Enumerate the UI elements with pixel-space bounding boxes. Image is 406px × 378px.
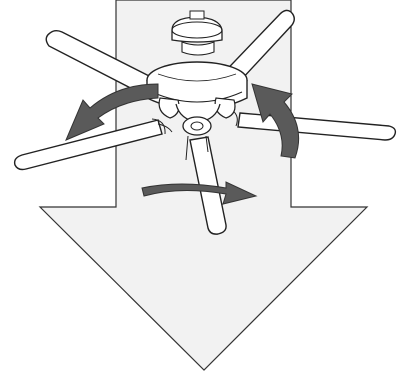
fan-canopy: [171, 10, 223, 56]
rotation-arrow-lower: [141, 181, 258, 205]
light-kit: [157, 97, 236, 161]
rotation-arrow-upper-left: [65, 83, 159, 141]
rotation-arrow-right: [251, 83, 300, 159]
fan-blade-left: [13, 118, 166, 171]
